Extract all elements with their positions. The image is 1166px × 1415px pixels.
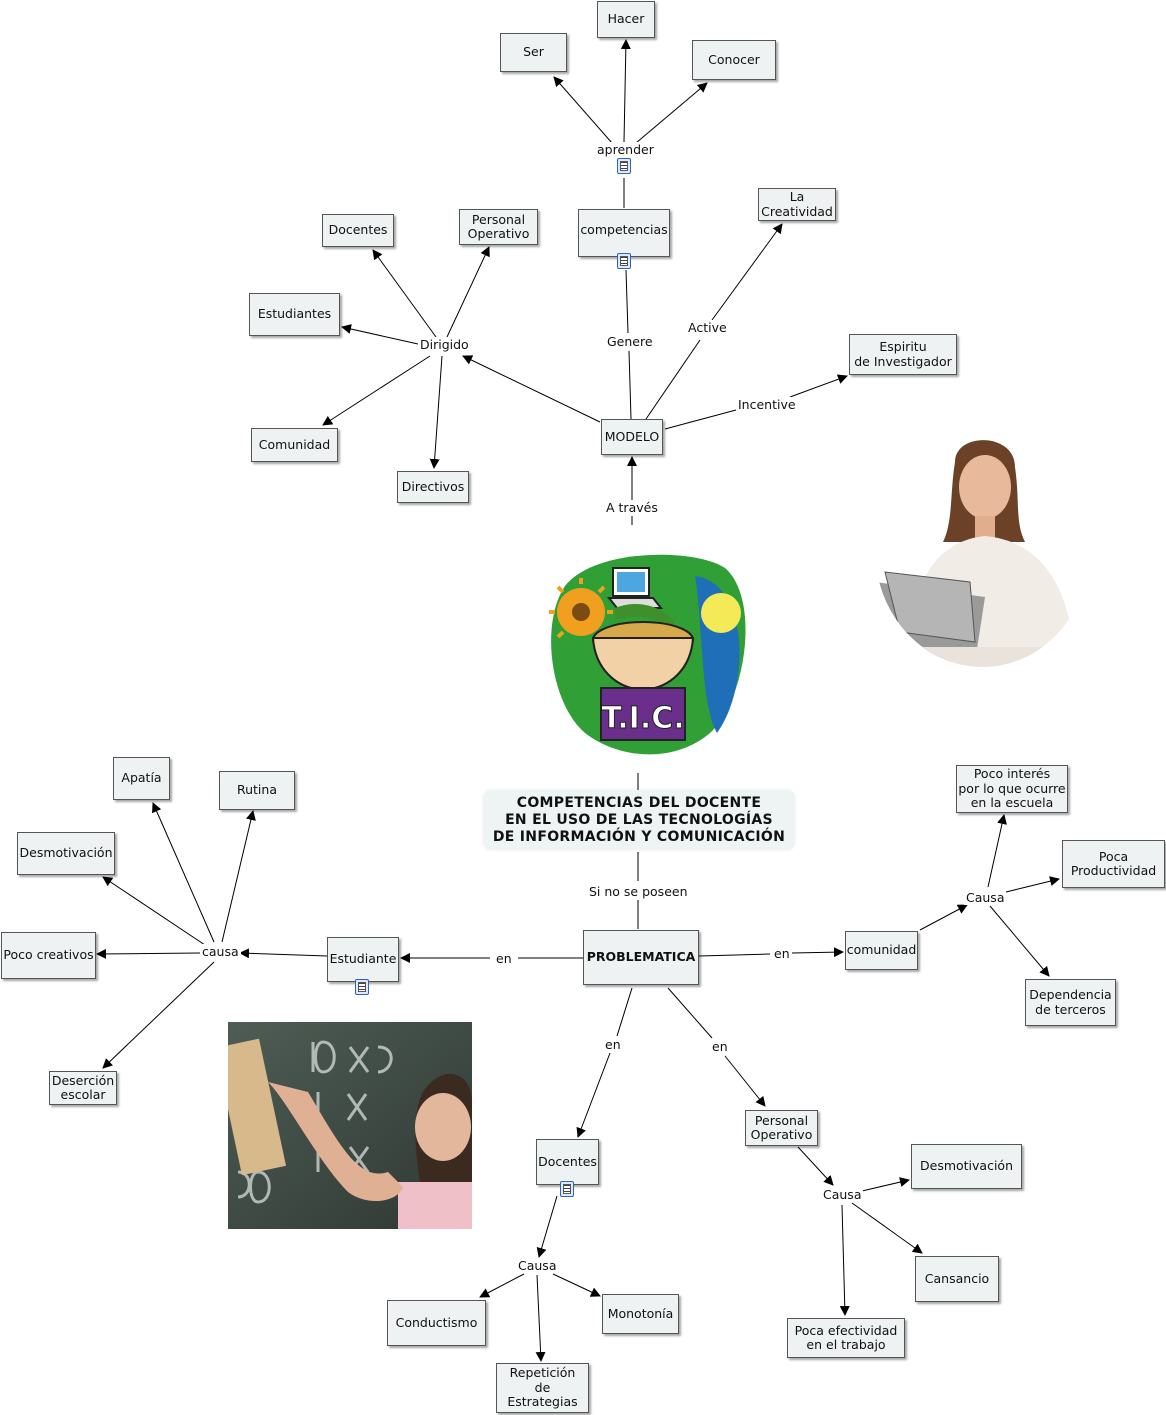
link-label-causa-personal: Causa [821, 1187, 864, 1202]
link-label-en-docentes: en [603, 1037, 623, 1052]
node-modelo[interactable]: MODELO [601, 419, 663, 455]
node-poca-productividad[interactable]: Poca Productividad [1062, 840, 1165, 888]
link-label-en-estudiante: en [494, 951, 514, 966]
node-problematica[interactable]: PROBLEMATICA [583, 930, 699, 985]
teacher-chalkboard-photo [228, 1022, 472, 1229]
woman-laptop-photo [875, 432, 1090, 667]
node-apatia[interactable]: Apatía [113, 757, 170, 800]
node-estudiante[interactable]: Estudiante [327, 937, 399, 982]
node-poco-creativos[interactable]: Poco creativos [1, 932, 96, 979]
node-monotonia[interactable]: Monotonía [602, 1294, 679, 1334]
node-dependencia-terceros[interactable]: Dependencia de terceros [1025, 979, 1116, 1026]
node-directivos[interactable]: Directivos [397, 471, 469, 503]
link-label-dirigido: Dirigido [418, 337, 471, 352]
node-conocer[interactable]: Conocer [692, 40, 776, 80]
node-estudiantes[interactable]: Estudiantes [249, 293, 340, 336]
link-label-si-no-se-poseen: Si no se poseen [587, 884, 690, 899]
link-label-causa-docentes: Causa [516, 1258, 559, 1273]
tic-logo: T.I.C. [525, 528, 771, 773]
document-icon[interactable] [560, 1181, 574, 1197]
node-personal-operativo-top[interactable]: Personal Operativo [459, 209, 538, 245]
document-icon[interactable] [617, 158, 631, 174]
document-icon[interactable] [355, 979, 369, 995]
node-rutina[interactable]: Rutina [219, 771, 295, 810]
link-label-aprender: aprender [595, 142, 656, 157]
teacher-chalkboard-art [228, 1022, 472, 1229]
node-poca-efectividad[interactable]: Poca efectividad en el trabajo [787, 1318, 905, 1358]
node-poco-interes[interactable]: Poco interés por lo que ocurre en la esc… [956, 765, 1068, 813]
node-desmotivacion-personal[interactable]: Desmotivación [911, 1144, 1022, 1189]
link-label-causa-comunidad: Causa [964, 890, 1007, 905]
node-desmotivacion-estudiante[interactable]: Desmotivación [17, 832, 115, 875]
link-label-en-personal: en [710, 1039, 730, 1054]
link-label-a-traves: A través [604, 500, 660, 515]
link-label-causa-estudiante: causa [200, 944, 241, 959]
node-ser[interactable]: Ser [500, 33, 567, 72]
node-desercion-escolar[interactable]: Deserción escolar [49, 1071, 117, 1105]
node-repeticion-estrategias[interactable]: Repetición de Estrategias [496, 1363, 589, 1413]
node-la-creatividad[interactable]: La Creatividad [758, 188, 836, 221]
link-label-active: Active [686, 320, 729, 335]
link-label-genere: Genere [605, 334, 655, 349]
node-espiritu-investigador[interactable]: Espiritu de Investigador [849, 334, 957, 375]
node-docentes-top[interactable]: Docentes [322, 214, 394, 247]
tic-logo-text: T.I.C. [601, 701, 684, 736]
document-icon[interactable] [617, 253, 631, 269]
node-hacer[interactable]: Hacer [597, 1, 655, 38]
node-personal-operativo-problema[interactable]: Personal Operativo [745, 1110, 818, 1146]
map-title: COMPETENCIAS DEL DOCENTE EN EL USO DE LA… [483, 790, 795, 850]
node-cansancio[interactable]: Cansancio [915, 1256, 999, 1302]
link-label-incentive: Incentive [736, 397, 798, 412]
tic-logo-art: T.I.C. [549, 554, 746, 755]
link-label-en-comunidad: en [772, 946, 792, 961]
node-comunidad-problema[interactable]: comunidad [845, 931, 918, 970]
node-comunidad-top[interactable]: Comunidad [251, 428, 338, 462]
woman-laptop-art [875, 440, 1090, 667]
node-competencias[interactable]: competencias [578, 209, 670, 257]
node-conductismo[interactable]: Conductismo [387, 1300, 486, 1346]
node-docentes-problema[interactable]: Docentes [536, 1139, 599, 1185]
